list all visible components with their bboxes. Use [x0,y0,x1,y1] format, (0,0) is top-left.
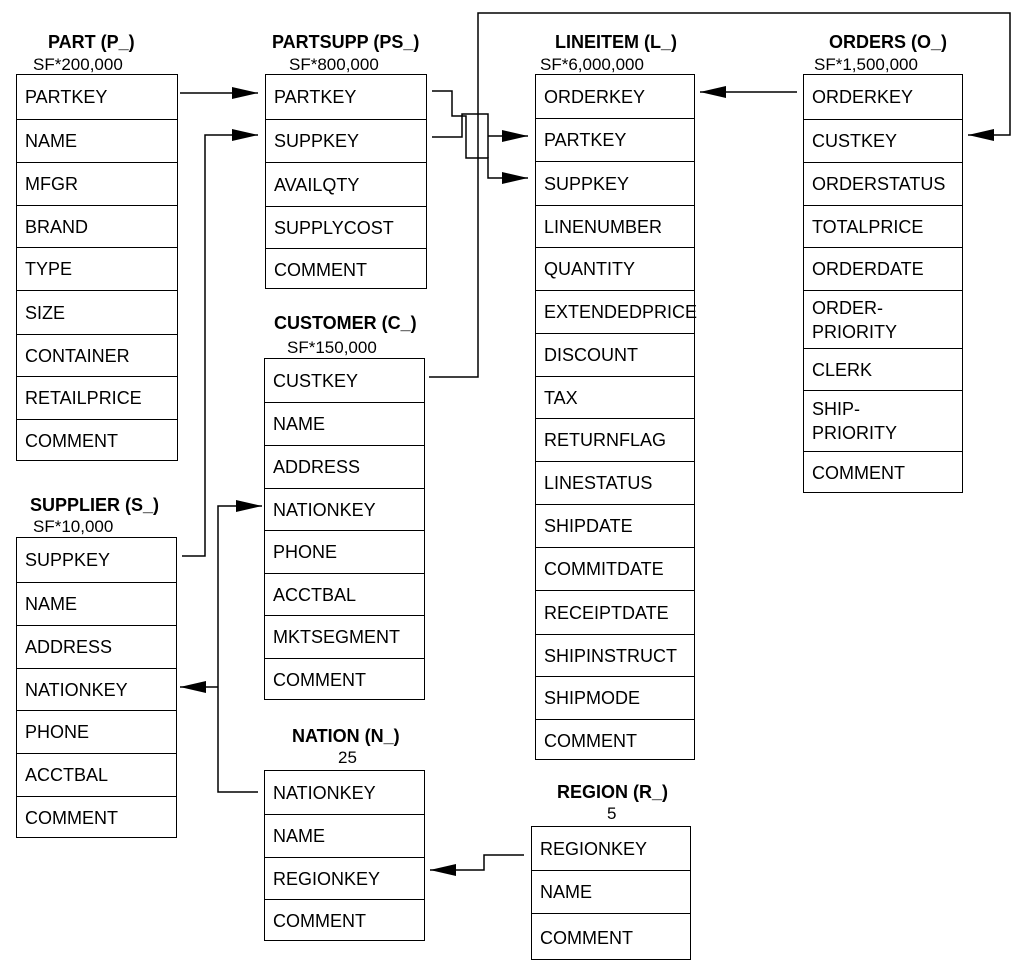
supplier-column: ACCTBAL [17,753,176,796]
link-region-nation [430,854,524,876]
link-nation-customer [217,500,262,793]
customer-table-cardinality: SF*150,000 [287,338,377,357]
lineitem-column: TAX [536,376,694,418]
supplier-table-name: SUPPLIER (S_) [30,495,160,515]
supplier-column: COMMENT [17,796,176,839]
part-column: CONTAINER [17,334,177,376]
nation-table-cardinality: 25 [338,748,357,767]
orders-column: ORDER- PRIORITY [804,290,962,348]
link-supplier-partsupp [182,129,258,557]
part-table-name: PART (P_) [48,32,135,52]
partsupp-column: SUPPKEY [266,119,426,162]
part-column: PARTKEY [25,87,108,107]
customer-column: MKTSEGMENT [265,615,424,658]
supplier-column: NATIONKEY [17,668,176,710]
lineitem-column: SHIPMODE [536,676,694,719]
orders-column: ORDERDATE [804,247,962,290]
link-customer-orders [429,12,1011,378]
lineitem-column: ORDERKEY [544,86,646,107]
customer-column: COMMENT [265,658,424,701]
orders-column: CUSTKEY [804,119,962,162]
orders-column: ORDERSTATUS [804,162,962,205]
part-column: MFGR [17,162,177,205]
lineitem-column: LINESTATUS [536,461,694,504]
partsupp-column: PARTKEY [274,87,357,107]
orders-column: COMMENT [804,451,962,494]
customer-column: CUSTKEY [273,370,359,391]
lineitem-table-cardinality: SF*6,000,000 [540,55,644,74]
supplier-column: PHONE [17,710,176,753]
part-column: RETAILPRICE [17,376,177,419]
customer-column: ACCTBAL [265,573,424,615]
partsupp-table-name: PARTSUPP (PS_) [272,32,420,52]
part-column: BRAND [17,205,177,247]
lineitem-column: COMMITDATE [536,547,694,590]
supplier-column: SUPPKEY [25,550,111,570]
orders-table-name: ORDERS (O_) [829,32,948,52]
part-column: SIZE [17,290,177,334]
part-column: TYPE [17,247,177,290]
lineitem-table-name: LINEITEM (L_) [555,32,677,52]
supplier-column: NAME [17,582,176,625]
lineitem-column: RETURNFLAG [536,418,694,461]
orders-table-cardinality: SF*1,500,000 [814,55,918,74]
link-partsupp-suppkey [432,113,489,158]
region-column: REGIONKEY [540,838,648,859]
lineitem-column: LINENUMBER [536,205,694,247]
nation-column: NAME [265,814,424,857]
orders-column: TOTALPRICE [804,205,962,247]
part-column: NAME [17,119,177,162]
region-column: NAME [532,870,690,913]
lineitem-column: SHIPDATE [536,504,694,547]
lineitem-column: SHIPINSTRUCT [536,634,694,676]
customer-column: NATIONKEY [265,488,424,530]
link-partsupp-partkey [432,90,528,184]
region-column: COMMENT [532,913,690,961]
lineitem-column: RECEIPTDATE [536,590,694,634]
customer-column: NAME [265,402,424,445]
partsupp-table-cardinality: SF*800,000 [289,55,379,74]
lineitem-column: SUPPKEY [536,161,694,205]
customer-column: ADDRESS [265,445,424,488]
region-table-cardinality: 5 [607,804,617,823]
part-column: COMMENT [17,419,177,462]
supplier-table-cardinality: SF*10,000 [33,517,114,536]
partsupp-column: AVAILQTY [266,162,426,206]
nation-column: NATIONKEY [273,782,376,803]
nation-column: REGIONKEY [265,857,424,899]
lineitem-column: PARTKEY [536,118,694,161]
nation-table-name: NATION (N_) [292,726,400,746]
lineitem-column: QUANTITY [536,247,694,290]
lineitem-column: COMMENT [536,719,694,761]
orders-column: SHIP- PRIORITY [804,390,962,451]
lineitem-column: EXTENDEDPRICE [536,290,697,333]
orders-column: CLERK [804,348,962,390]
orders-column: ORDERKEY [812,87,914,107]
lineitem-column: DISCOUNT [536,333,694,376]
supplier-column: ADDRESS [17,625,176,668]
partsupp-column: COMMENT [266,248,426,290]
customer-column: PHONE [265,530,424,573]
nation-column: COMMENT [265,899,424,942]
customer-table-name: CUSTOMER (C_) [274,313,417,333]
region-table-name: REGION (R_) [557,782,669,802]
part-table-cardinality: SF*200,000 [33,55,123,74]
partsupp-column: SUPPLYCOST [266,206,426,248]
